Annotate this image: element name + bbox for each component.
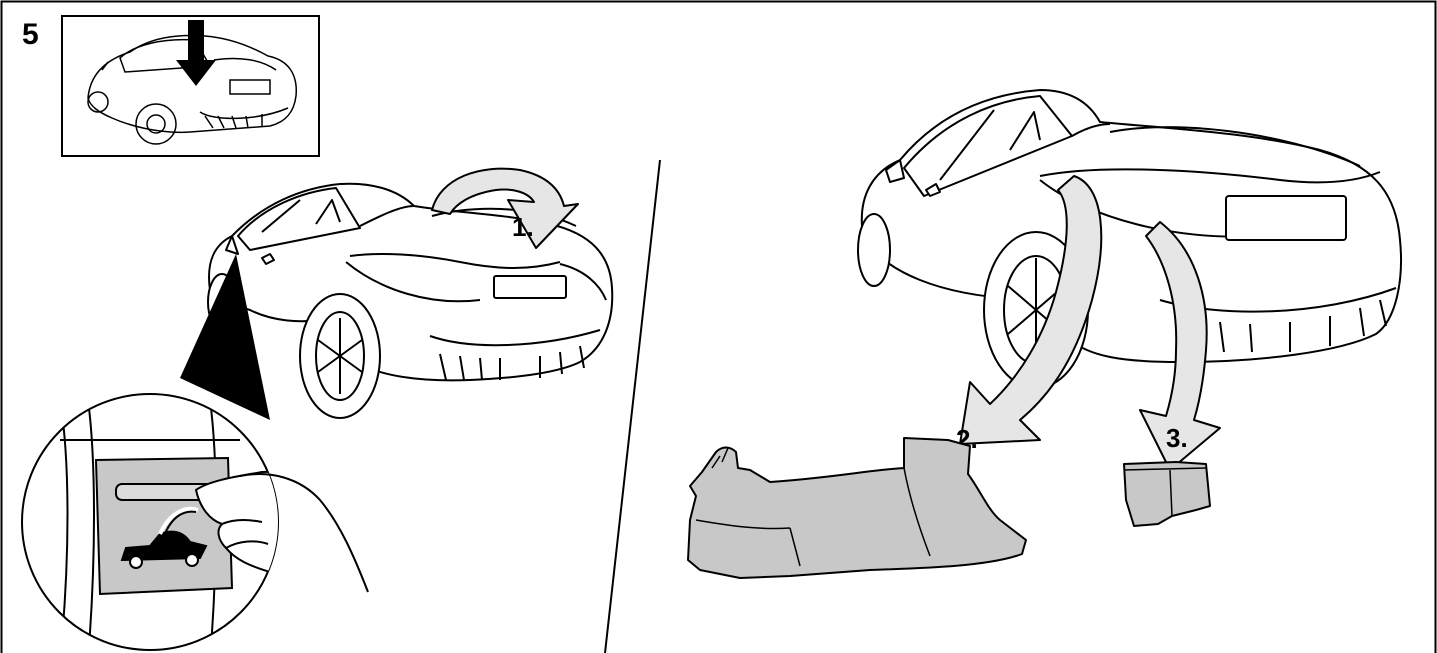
figure-number: 5 (22, 18, 39, 51)
trim-panel-part-2 (688, 438, 1026, 578)
orientation-inset (62, 16, 319, 156)
car-right (858, 90, 1401, 388)
trim-part-3 (1124, 462, 1210, 526)
step-1-label: 1. (512, 212, 534, 242)
zoom-detail (22, 394, 370, 653)
step-3-label: 3. (1166, 423, 1188, 453)
panel-divider (604, 160, 660, 653)
